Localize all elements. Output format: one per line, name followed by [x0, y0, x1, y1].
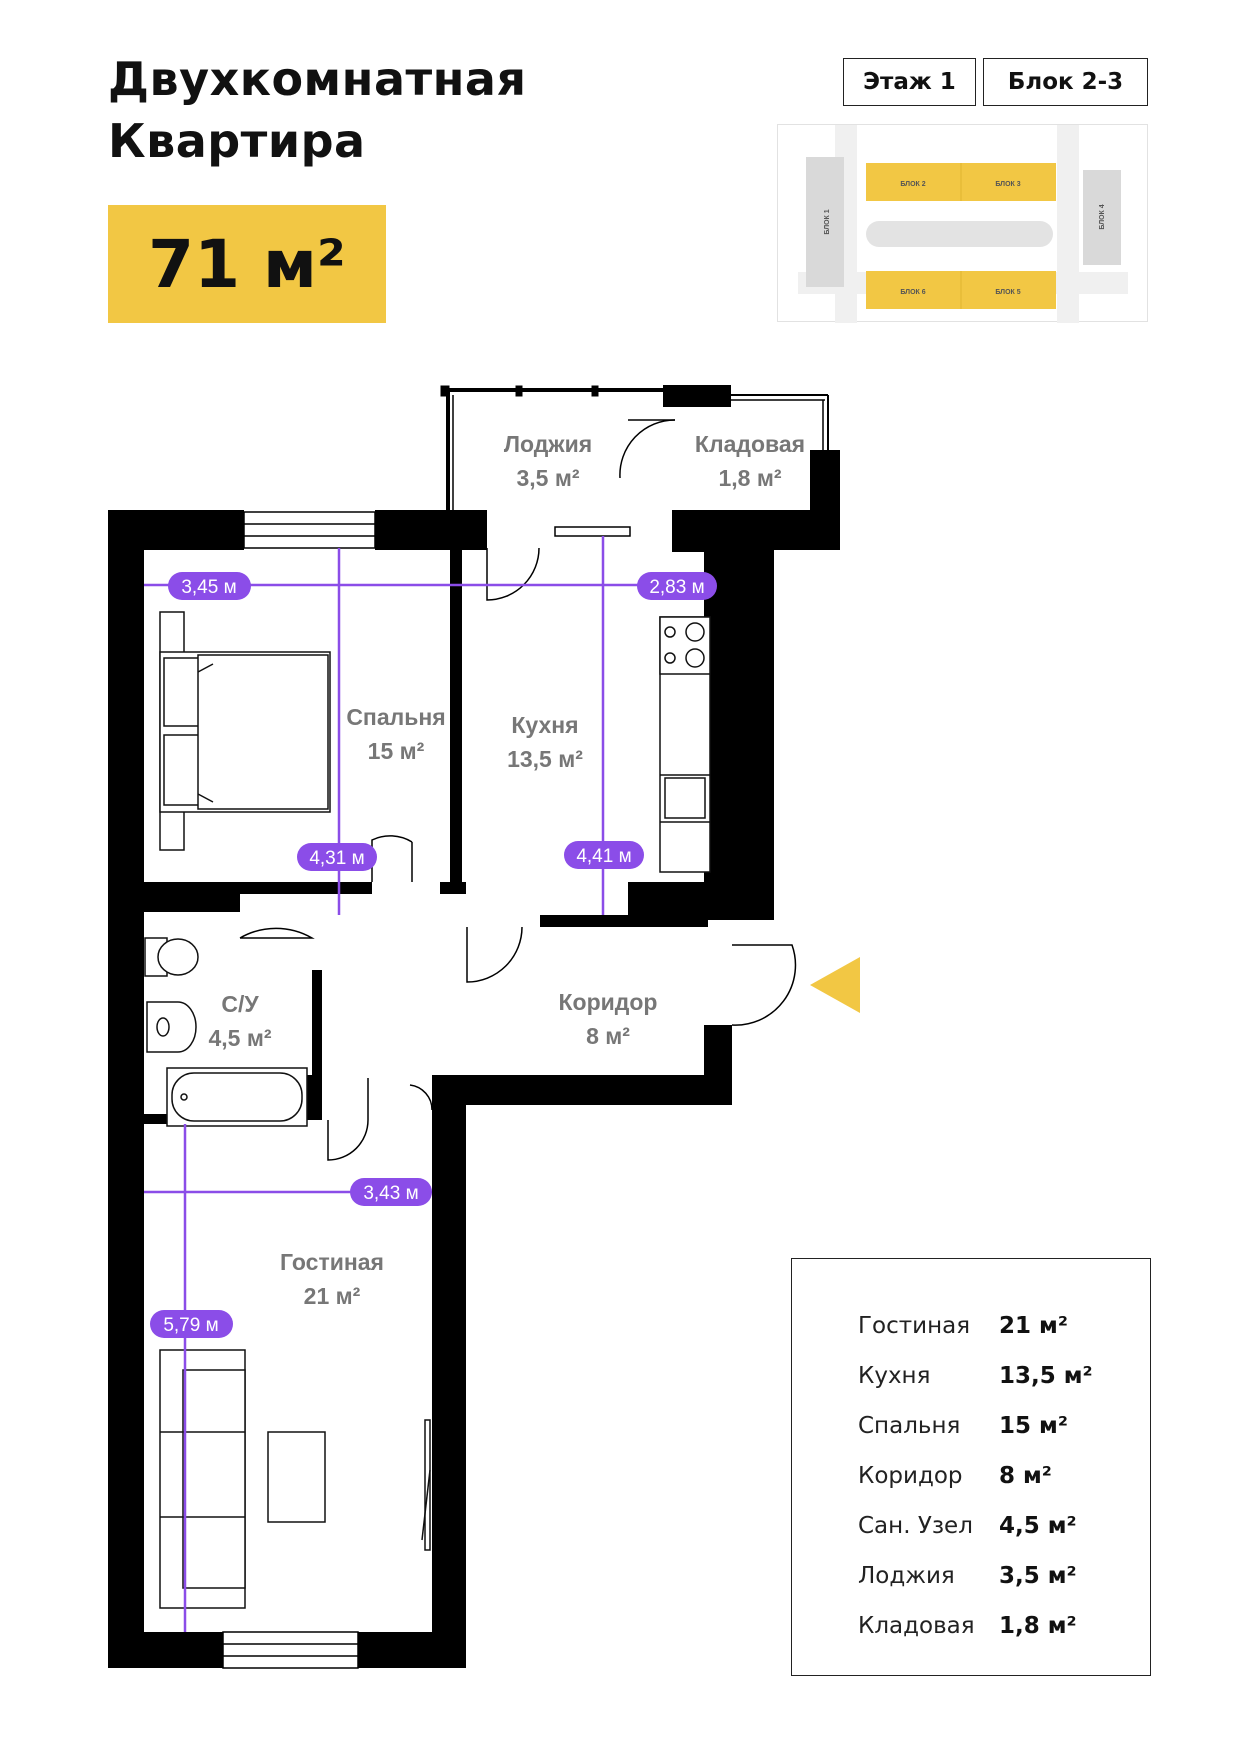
living-furniture [159, 1349, 431, 1609]
area-legend: Гостиная 21 м² Кухня 13,5 м² Спальня 15 … [791, 1258, 1151, 1676]
site-map-drawing: БЛОК 1 БЛОК 4 БЛОК 2 БЛОК 3 БЛОК 6 БЛОК … [798, 125, 1128, 323]
room-corridor-area: 8 м² [586, 1023, 630, 1049]
site-block-5-label: БЛОК 5 [995, 289, 1020, 296]
svg-text:4,41 м: 4,41 м [576, 846, 631, 867]
svg-text:4,31 м: 4,31 м [309, 848, 364, 869]
room-bedroom-name: Спальня [346, 704, 445, 730]
legend-value: 1,8 м² [999, 1613, 1077, 1639]
legend-row: Коридор 8 м² [792, 1451, 1150, 1501]
room-living-area: 21 м² [304, 1283, 361, 1309]
site-block-2 [866, 163, 961, 201]
svg-text:5,79 м: 5,79 м [163, 1315, 218, 1336]
room-storage-area: 1,8 м² [718, 465, 781, 491]
room-bathroom-area: 4,5 м² [208, 1025, 271, 1051]
legend-row: Лоджия 3,5 м² [792, 1551, 1150, 1601]
room-bedroom-area: 15 м² [368, 738, 425, 764]
walls [108, 385, 840, 1668]
total-area: 71 м² [148, 225, 346, 303]
legend-name: Лоджия [858, 1563, 955, 1589]
site-block-1 [806, 157, 844, 287]
site-block-6 [866, 271, 961, 309]
legend-row: Кухня 13,5 м² [792, 1351, 1150, 1401]
block-tag: Блок 2-3 [983, 58, 1148, 106]
legend-value: 4,5 м² [999, 1513, 1077, 1539]
room-corridor-name: Коридор [559, 989, 658, 1015]
windows [222, 511, 631, 1669]
site-block-2-label: БЛОК 2 [900, 181, 925, 188]
legend-value: 8 м² [999, 1463, 1052, 1489]
page-title: Двухкомнатная Квартира [108, 48, 527, 172]
svg-text:3,43 м: 3,43 м [363, 1183, 418, 1204]
room-storage-name: Кладовая [695, 431, 805, 457]
legend-name: Спальня [858, 1413, 961, 1439]
legend-value: 3,5 м² [999, 1563, 1077, 1589]
floor-tag: Этаж 1 [843, 58, 976, 106]
kitchen-furniture [659, 616, 711, 873]
legend-name: Сан. Узел [858, 1513, 973, 1539]
legend-name: Кладовая [858, 1613, 975, 1639]
room-kitchen-name: Кухня [511, 712, 578, 738]
dim-3-43: 3,43 м [350, 1178, 432, 1206]
loggia-frame [440, 385, 829, 512]
legend-name: Коридор [858, 1463, 963, 1489]
legend-value: 13,5 м² [999, 1363, 1093, 1389]
site-plaza [866, 221, 1053, 247]
legend-row: Сан. Узел 4,5 м² [792, 1501, 1150, 1551]
legend-name: Кухня [858, 1363, 931, 1389]
title-line-2: Квартира [108, 114, 366, 168]
site-block-5 [961, 271, 1056, 309]
svg-text:3,45 м: 3,45 м [181, 577, 236, 598]
bedroom-furniture [159, 611, 331, 851]
site-block-3 [961, 163, 1056, 201]
legend-row: Спальня 15 м² [792, 1401, 1150, 1451]
dim-3-45: 3,45 м [168, 572, 251, 600]
legend-row: Кладовая 1,8 м² [792, 1601, 1150, 1651]
bathroom-fixtures [144, 937, 308, 1127]
site-block-4 [1083, 170, 1121, 265]
total-area-badge: 71 м² [108, 205, 386, 323]
site-block-6-label: БЛОК 6 [900, 289, 925, 296]
dim-5-79: 5,79 м [150, 1310, 233, 1338]
room-loggia-area: 3,5 м² [516, 465, 579, 491]
title-line-1: Двухкомнатная [108, 52, 527, 106]
site-block-4-label: БЛОК 4 [1099, 204, 1106, 229]
legend-value: 21 м² [999, 1313, 1068, 1339]
legend-name: Гостиная [858, 1313, 971, 1339]
dim-2-83: 2,83 м [637, 572, 717, 600]
svg-text:2,83 м: 2,83 м [649, 577, 704, 598]
legend-value: 15 м² [999, 1413, 1068, 1439]
site-block-3-label: БЛОК 3 [995, 181, 1020, 188]
room-loggia-name: Лоджия [504, 431, 592, 457]
site-block-1-label: БЛОК 1 [824, 209, 831, 234]
site-map: БЛОК 1 БЛОК 4 БЛОК 2 БЛОК 3 БЛОК 6 БЛОК … [777, 124, 1148, 323]
room-living-name: Гостиная [280, 1249, 384, 1275]
legend-row: Гостиная 21 м² [792, 1301, 1150, 1351]
room-bathroom-name: С/У [221, 991, 259, 1017]
room-kitchen-area: 13,5 м² [507, 746, 583, 772]
entrance-arrow-icon [810, 957, 860, 1013]
dim-4-41: 4,41 м [564, 841, 644, 869]
dim-4-31: 4,31 м [297, 843, 377, 871]
doors [239, 419, 797, 1161]
